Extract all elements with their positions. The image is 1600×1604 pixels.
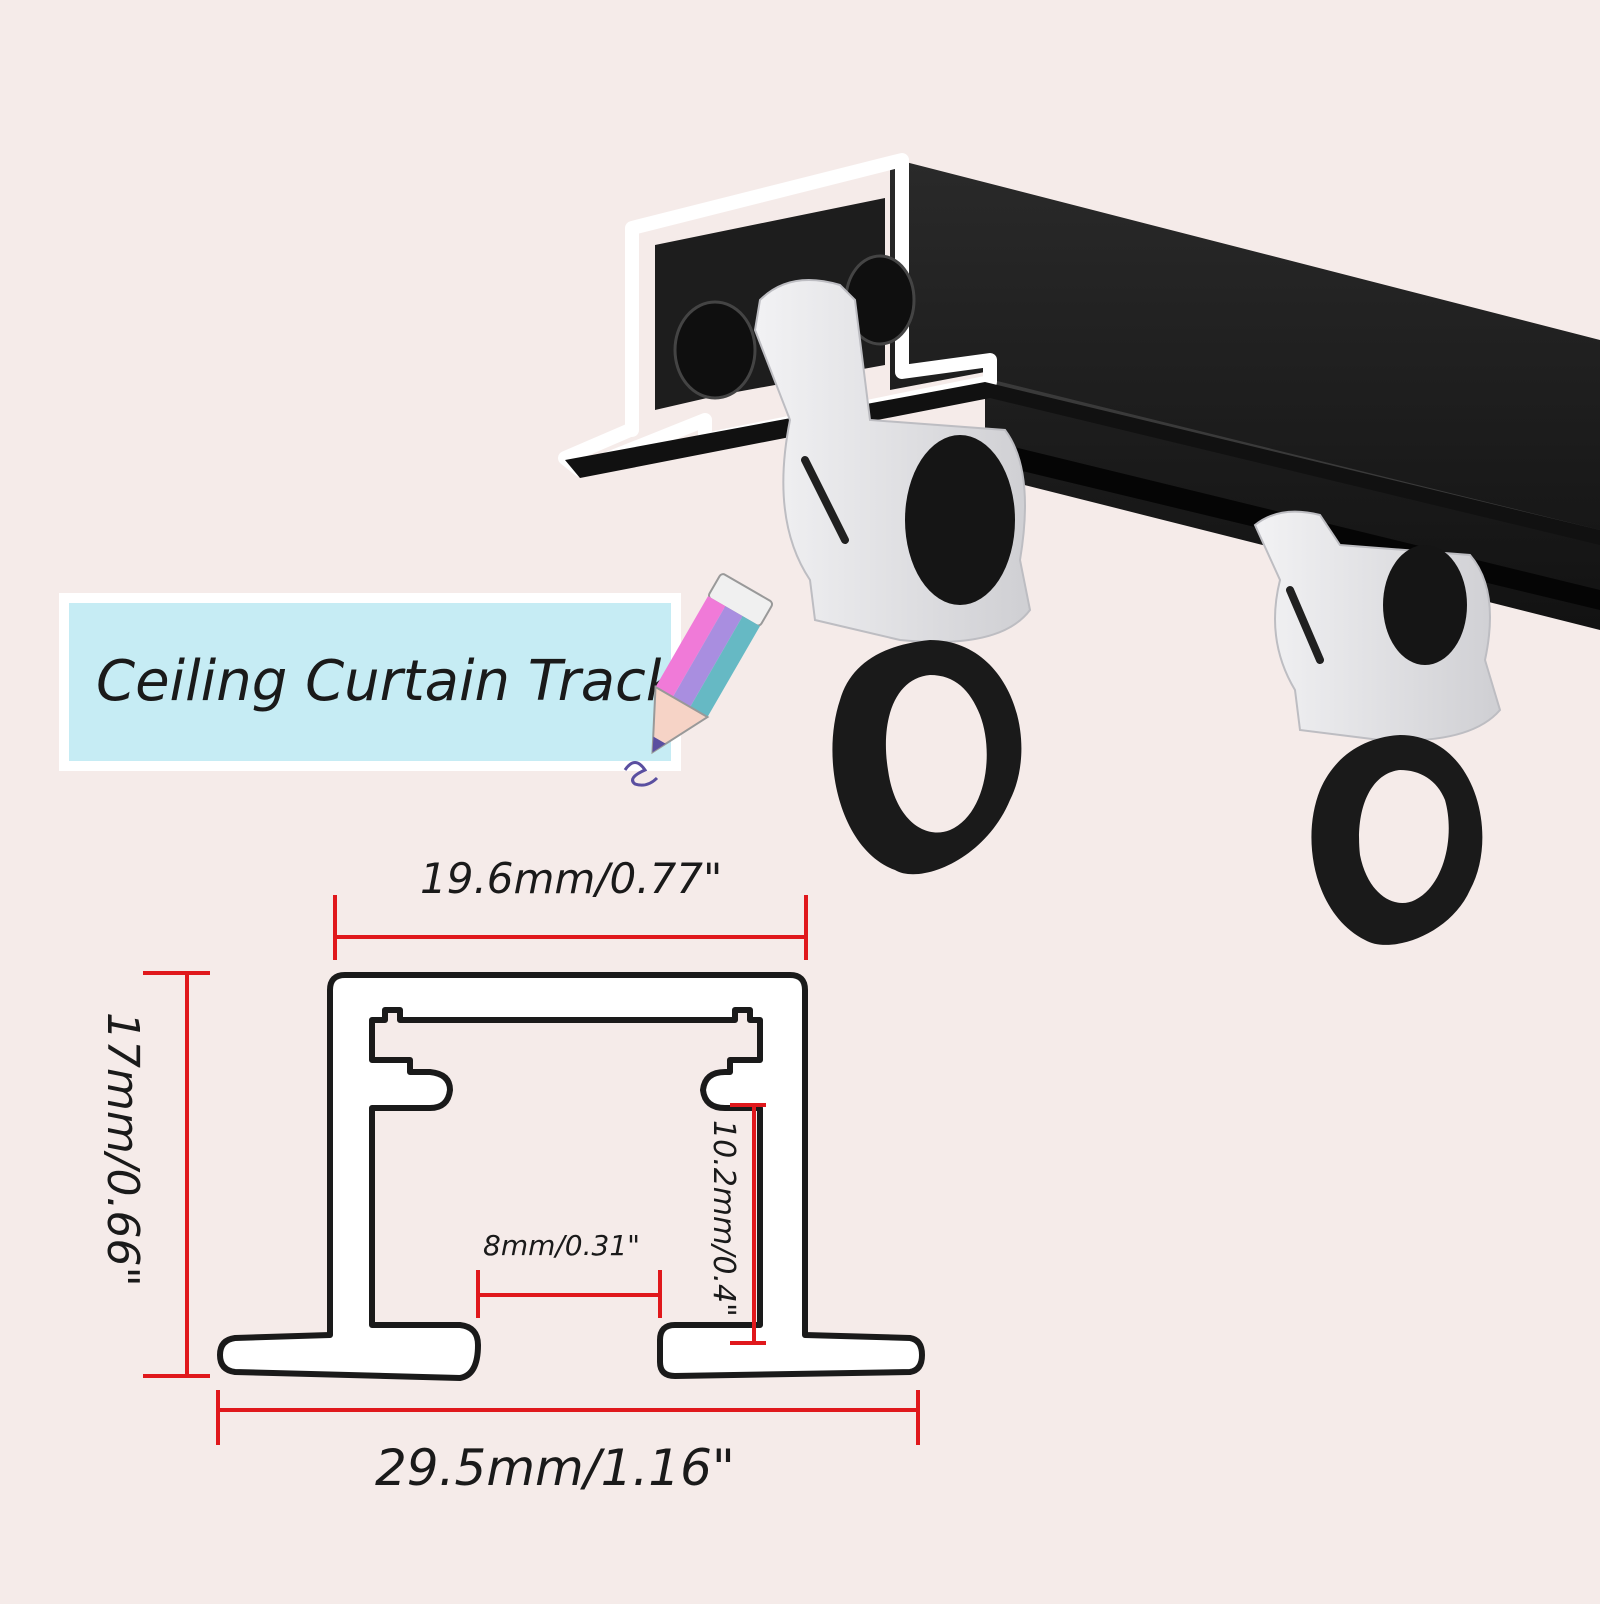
- pencil-icon: [651, 573, 774, 755]
- dim-height: 17mm/0.66": [97, 1012, 148, 1287]
- dimension-lines: [143, 895, 920, 1445]
- profile-outline: [217, 972, 925, 1381]
- dim-slot-depth: 10.2mm/0.4": [706, 1120, 741, 1317]
- track-end-profile: [558, 153, 997, 477]
- title-label-text: Ceiling Curtain Track: [96, 649, 681, 714]
- profile-cross-section: [217, 972, 925, 1381]
- dim-inner-width: 19.6mm/0.77": [420, 854, 722, 903]
- dim-slot-opening: 8mm/0.31": [483, 1229, 640, 1262]
- pencil-scribble: [623, 761, 659, 787]
- glider-2: [1253, 510, 1502, 945]
- dim-base-width: 29.5mm/1.16": [375, 1439, 735, 1497]
- roller-left: [673, 300, 757, 400]
- glider-1: [753, 279, 1032, 875]
- glider-2-ring: [1311, 735, 1483, 945]
- title-label: Ceiling Curtain Track: [59, 593, 681, 771]
- glider-1-ring: [832, 640, 1022, 875]
- track-body: [890, 158, 1600, 630]
